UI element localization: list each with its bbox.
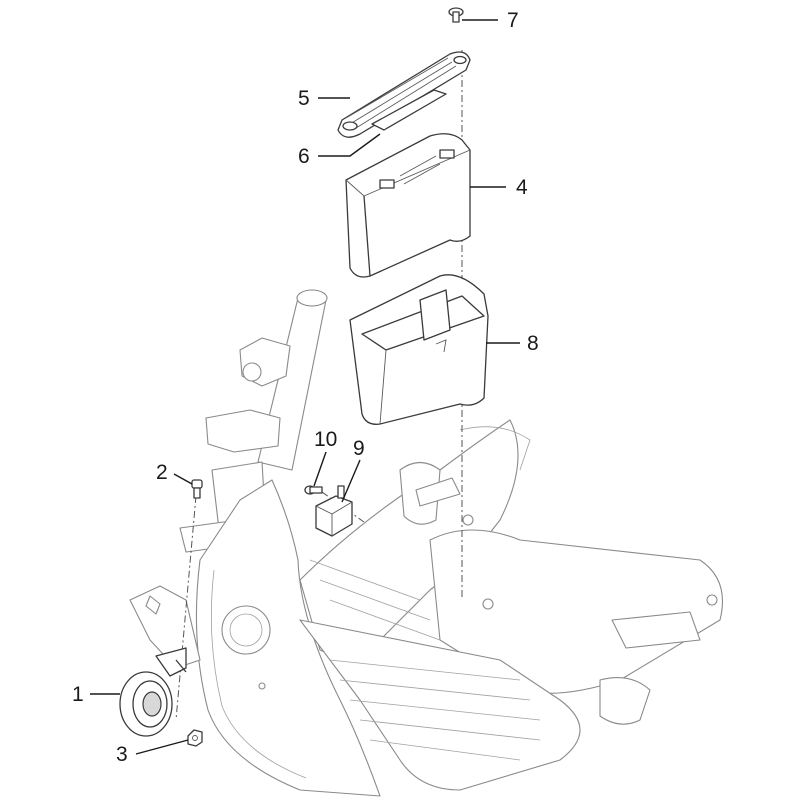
tray-icon bbox=[349, 274, 489, 425]
scooter-frame bbox=[129, 289, 724, 797]
callout-8: 8 bbox=[527, 332, 539, 355]
leader-10 bbox=[313, 451, 327, 487]
battery-icon bbox=[345, 133, 471, 278]
strap-icon bbox=[337, 51, 471, 138]
callout-5: 5 bbox=[298, 87, 310, 110]
leader-lines bbox=[90, 19, 520, 755]
callout-7: 7 bbox=[507, 9, 519, 32]
leader-6 bbox=[318, 133, 381, 157]
callout-9: 9 bbox=[353, 437, 365, 460]
callout-1: 1 bbox=[72, 683, 84, 706]
screw-icon bbox=[448, 7, 464, 23]
nut-icon bbox=[187, 729, 203, 747]
relay-icon bbox=[315, 485, 353, 537]
callout-4: 4 bbox=[516, 176, 528, 199]
bolt-icon bbox=[191, 479, 203, 499]
leader-3 bbox=[135, 739, 189, 755]
horn-icon bbox=[119, 647, 187, 737]
screw-icon bbox=[304, 485, 323, 495]
leader-2 bbox=[173, 473, 193, 485]
callout-3: 3 bbox=[116, 743, 128, 766]
callout-2: 2 bbox=[156, 461, 168, 484]
pad-icon bbox=[371, 89, 447, 131]
callout-labels: 7 5 6 4 8 10 9 2 1 3 bbox=[72, 9, 539, 766]
callout-6: 6 bbox=[298, 145, 310, 168]
leader-9 bbox=[341, 459, 361, 503]
callout-10: 10 bbox=[314, 428, 337, 451]
